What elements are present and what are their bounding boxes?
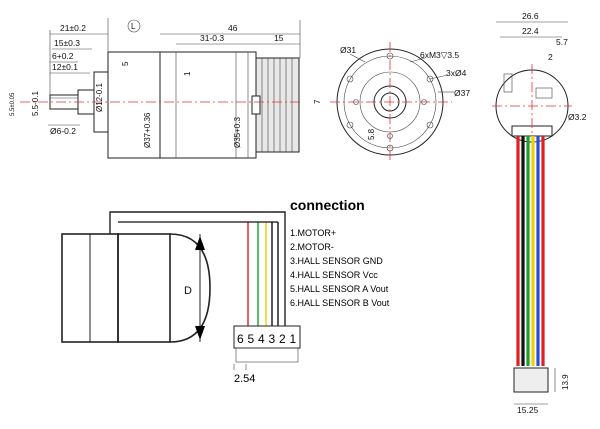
legend-item-5: 5.HALL SENSOR A Vout <box>290 284 389 294</box>
dim-15-25: 15.25 <box>517 405 539 415</box>
legend-item-3: 3.HALL SENSOR GND <box>290 256 383 266</box>
dim-5-7: 5.7 <box>556 37 568 47</box>
dim-22-4: 22.4 <box>522 26 539 36</box>
dim-small: 5.5±0.05 <box>10 92 16 116</box>
pin-2: 2 <box>279 332 286 346</box>
side-view: 21±0.2 15±0.3 6+0.2 12±0.1 L 46 31-0.3 1… <box>10 18 301 159</box>
dim-5-8: 5.8 <box>367 128 376 140</box>
dim-phi12: Ø12-0.1 <box>95 83 104 112</box>
dim-holes6: 6xM3▽3.5 <box>420 50 459 60</box>
wire-bundle <box>516 136 545 366</box>
dim-46: 46 <box>228 23 238 33</box>
pitch-label: 2.54 <box>234 373 255 385</box>
pin-1: 1 <box>290 332 297 346</box>
dim-holes3: 3xØ4 <box>446 68 467 78</box>
legend-item-2: 2.MOTOR- <box>290 242 334 252</box>
dim-13-9: 13.9 <box>561 374 570 390</box>
dim-phi37-front: Ø37 <box>454 88 470 98</box>
pin-6: 6 <box>237 332 244 346</box>
diagram-wires <box>118 221 279 326</box>
dim-phi6: Ø6-0.2 <box>50 126 76 136</box>
front-view: Ø31 6xM3▽3.5 3xØ4 Ø37 7 5.8 <box>313 42 470 162</box>
dim-15b: 15 <box>274 33 284 43</box>
pin-5: 5 <box>248 332 255 346</box>
dim-1: 1 <box>183 71 192 76</box>
legend-item-6: 6.HALL SENSOR B Vout <box>290 298 390 308</box>
dim-7: 7 <box>313 99 322 104</box>
right-view: 26.6 22.4 5.7 2 Ø3.2 13.9 15.25 <box>492 11 587 415</box>
dim-12: 12±0.1 <box>52 62 78 72</box>
dim-phi31: Ø31 <box>340 45 356 55</box>
dim-21: 21±0.2 <box>60 23 86 33</box>
dim-31: 31-0.3 <box>200 33 224 43</box>
legend-item-1: 1.MOTOR+ <box>290 228 336 238</box>
dim-r3-2: Ø3.2 <box>568 112 587 122</box>
dim-5: 5 <box>121 61 130 66</box>
dim-phi37: Ø37+0.36 <box>143 112 152 148</box>
legend-item-4: 4.HALL SENSOR Vcc <box>290 270 378 280</box>
dim-15: 15±0.3 <box>54 38 80 48</box>
dim-d: D <box>184 285 192 297</box>
dim-phi35: Ø35+0.3 <box>233 117 242 148</box>
pin-4: 4 <box>258 332 265 346</box>
dim-5-5: 5.5-0.1 <box>31 91 40 116</box>
dim-6: 6+0.2 <box>52 51 74 61</box>
dim-26-6: 26.6 <box>522 11 539 21</box>
connection-title: connection <box>290 197 365 213</box>
dim-2: 2 <box>548 52 553 62</box>
pin-3: 3 <box>269 332 276 346</box>
pin-legend: 1.MOTOR+ 2.MOTOR- 3.HALL SENSOR GND 4.HALL … <box>290 228 390 308</box>
marker-l: L <box>131 22 136 31</box>
